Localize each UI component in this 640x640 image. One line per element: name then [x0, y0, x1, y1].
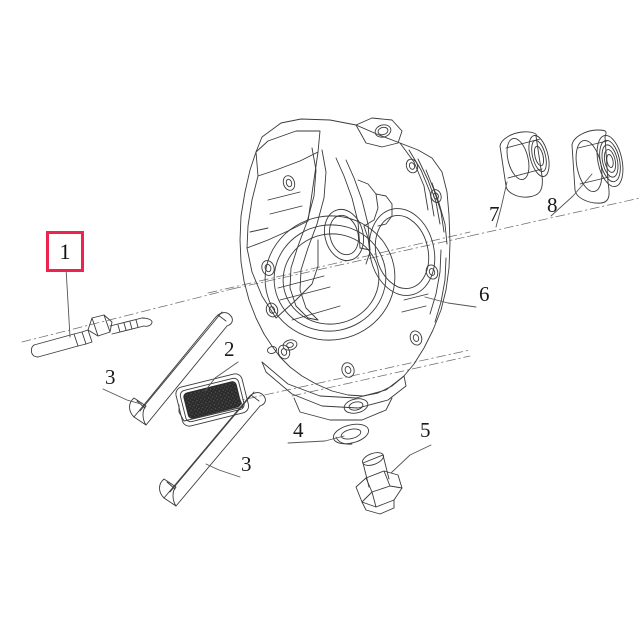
bushing-sleeve — [499, 131, 550, 198]
callout-label-7: 7 — [489, 202, 500, 226]
callout-label-6: 6 — [479, 282, 490, 306]
dowel-pin-lower — [159, 391, 266, 507]
leader-5 — [390, 444, 432, 474]
bolt-boss-group — [261, 158, 442, 378]
callout-label-2: 2 — [224, 337, 235, 361]
callout-label-3a: 3 — [105, 365, 116, 389]
callout-label-3b: 3 — [241, 452, 252, 476]
callout-box-1[interactable]: 1 — [46, 231, 84, 272]
oil-filter-screen-plate — [175, 373, 250, 427]
leader-4 — [287, 435, 345, 444]
callout-label-5: 5 — [420, 418, 431, 442]
hex-bolt — [30, 314, 153, 358]
callout-label-1: 1 — [59, 238, 71, 264]
leader-3b — [205, 463, 241, 478]
sealing-washer — [332, 423, 370, 445]
leader-7 — [495, 181, 508, 228]
leader-3a — [102, 388, 142, 405]
leader-6 — [424, 296, 477, 308]
ball-bearing — [571, 129, 624, 204]
dowel-pin-upper — [129, 311, 233, 426]
leader-1 — [65, 267, 71, 338]
leader-8 — [550, 173, 593, 217]
callout-label-8: 8 — [547, 193, 558, 217]
oil-drain-plug — [355, 452, 403, 515]
crankcase-cover-body — [239, 117, 451, 421]
leader-2 — [204, 361, 239, 392]
leader-lines — [65, 173, 593, 478]
callout-label-4: 4 — [293, 418, 304, 442]
